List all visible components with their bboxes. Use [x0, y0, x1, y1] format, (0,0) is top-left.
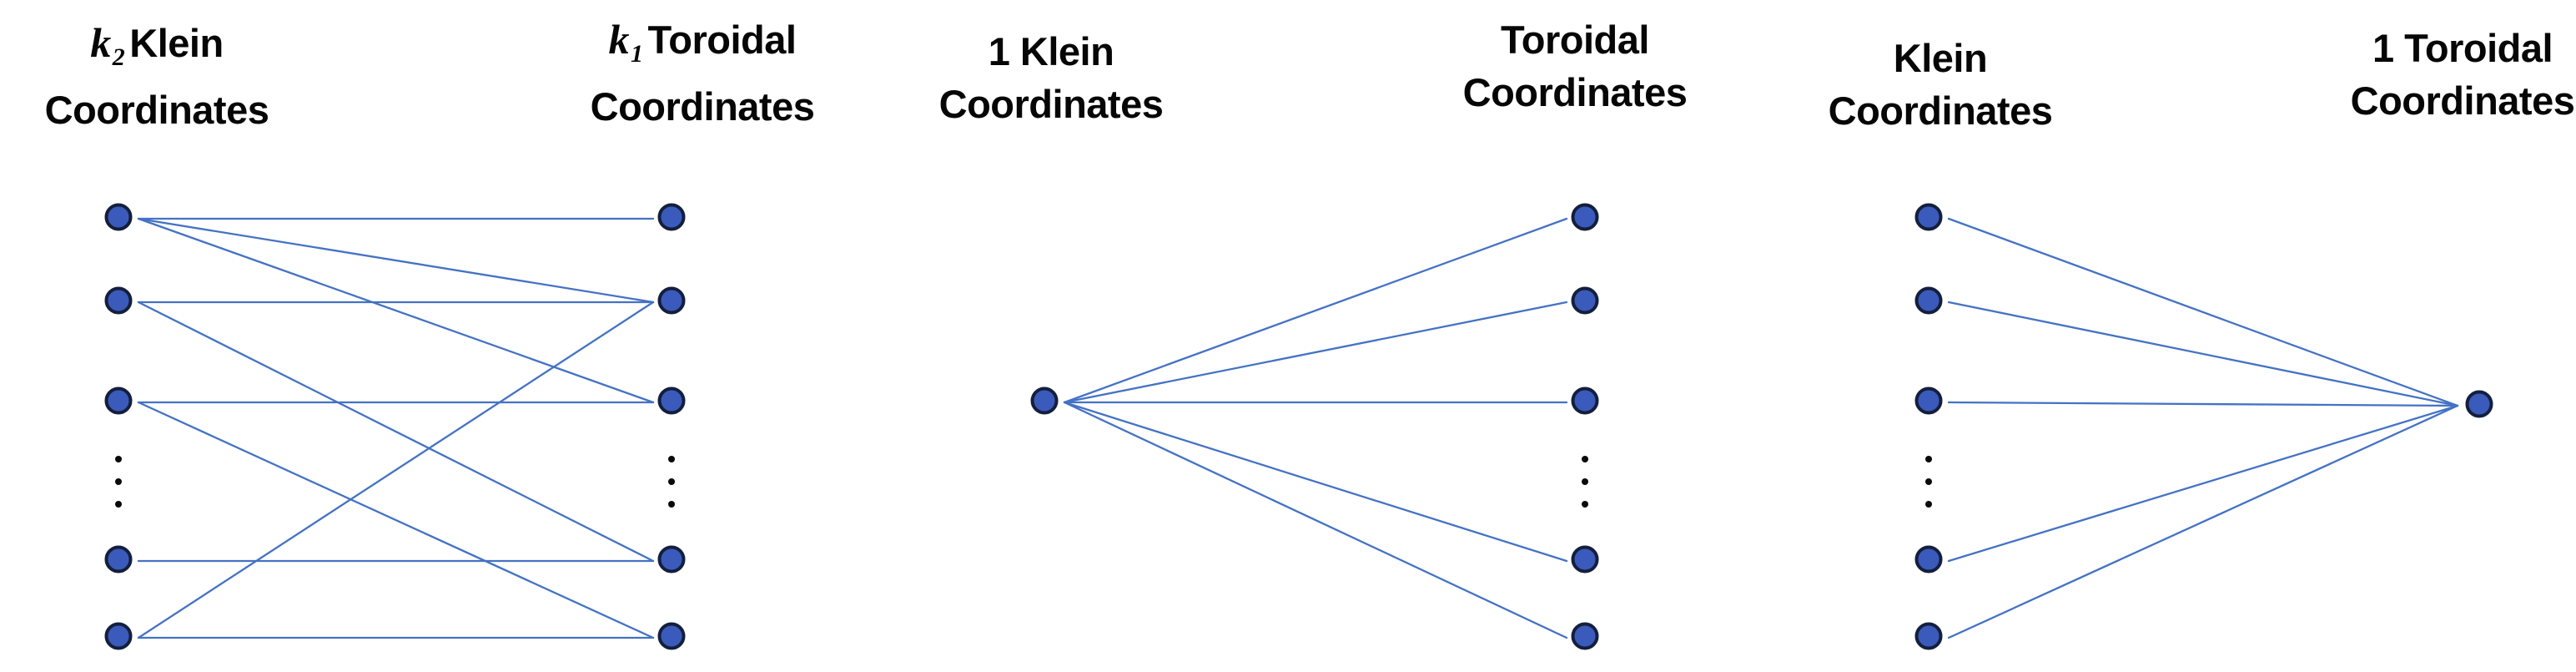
title-text: Toroidal — [1501, 18, 1649, 62]
ellipsis-dot — [1925, 478, 1932, 485]
diagram-k2-klein-to-k1-toroidal — [104, 203, 686, 650]
title-text: Klein — [129, 21, 224, 65]
graph-node-right-4 — [1571, 545, 1599, 573]
edge-L2-R1 — [1947, 301, 2459, 407]
graph-node-right-single — [2465, 390, 2493, 418]
ellipsis-dot — [668, 501, 675, 508]
graph-node-right-1 — [1571, 203, 1599, 231]
edge-L2-R4 — [137, 301, 655, 563]
math-subscript: 2 — [112, 43, 125, 71]
graph-node-right-3 — [657, 387, 686, 415]
edge-L5-R2 — [137, 301, 655, 639]
diagram-klein-to-one-toroidal — [1914, 203, 2493, 650]
ellipsis-dot — [1582, 478, 1588, 485]
graph-node-right-5 — [1571, 622, 1599, 650]
title-one-toroidal-line1: 1 Toroidal — [2351, 22, 2575, 74]
graph-node-left-1 — [1914, 203, 1943, 231]
title-one-toroidal-line2: Coordinates — [2350, 78, 2575, 123]
ellipsis-dot — [668, 478, 675, 485]
graph-node-left-single — [1030, 387, 1059, 415]
math-subscript: 1 — [631, 40, 643, 68]
graph-node-left-4 — [104, 545, 133, 573]
graph-node-left-1 — [104, 203, 133, 231]
title-one-klein-line1: 1 Klein — [939, 25, 1164, 78]
edge-L1-R1 — [1063, 217, 1568, 404]
title-klein-line1: Klein — [1829, 32, 2053, 84]
graph-node-left-4 — [1914, 545, 1943, 573]
edge-L4-R1 — [1947, 404, 2459, 563]
title-toroidal-line2: Coordinates — [1462, 70, 1688, 114]
graph-node-right-3 — [1571, 387, 1599, 415]
title-k1-toroidal-line2: Coordinates — [590, 84, 815, 129]
graph-node-left-2 — [1914, 286, 1943, 315]
math-symbol: k — [608, 16, 630, 63]
graph-node-right-2 — [657, 286, 686, 315]
edge-L5-R1 — [1947, 404, 2459, 639]
ellipsis-dot — [1582, 501, 1588, 508]
edge-L3-R5 — [137, 401, 655, 639]
graph-node-left-5 — [104, 622, 133, 650]
ellipsis-dot — [1925, 456, 1932, 462]
edge-L1-R3 — [137, 217, 655, 404]
graph-node-left-5 — [1914, 622, 1943, 650]
title-k2-klein-line2: Coordinates — [44, 88, 269, 132]
ellipsis-dot — [1582, 456, 1588, 462]
edge-L1-R2 — [137, 217, 655, 304]
title-text: Klein — [1893, 36, 1988, 80]
graph-node-right-4 — [657, 545, 686, 573]
graph-node-right-5 — [657, 622, 686, 650]
edge-L1-R1 — [1947, 217, 2459, 407]
title-text: 1 Toroidal — [2372, 26, 2553, 70]
ellipsis-dot — [1925, 501, 1932, 508]
graph-node-left-3 — [104, 387, 133, 415]
edge-L3-R1 — [1947, 401, 2459, 407]
edge-L1-R4 — [1063, 401, 1568, 563]
title-klein-line2: Coordinates — [1828, 88, 2053, 133]
ellipsis-dot — [115, 501, 122, 508]
ellipsis-dot — [115, 478, 122, 485]
graph-node-right-1 — [657, 203, 686, 231]
title-text: 1 Klein — [988, 29, 1114, 73]
ellipsis-dot — [115, 456, 122, 462]
graph-node-left-3 — [1914, 387, 1943, 415]
graph-node-right-2 — [1571, 286, 1599, 315]
title-toroidal-line1: Toroidal — [1463, 13, 1688, 66]
edge-L1-R5 — [1063, 401, 1568, 639]
ellipsis-dot — [668, 456, 675, 462]
graph-node-left-2 — [104, 286, 133, 315]
math-symbol: k — [90, 19, 111, 66]
diagram-one-klein-to-toroidal — [1030, 203, 1599, 650]
edge-L1-R2 — [1063, 301, 1568, 404]
title-one-klein-line2: Coordinates — [938, 82, 1164, 126]
title-text: Toroidal — [647, 18, 797, 62]
